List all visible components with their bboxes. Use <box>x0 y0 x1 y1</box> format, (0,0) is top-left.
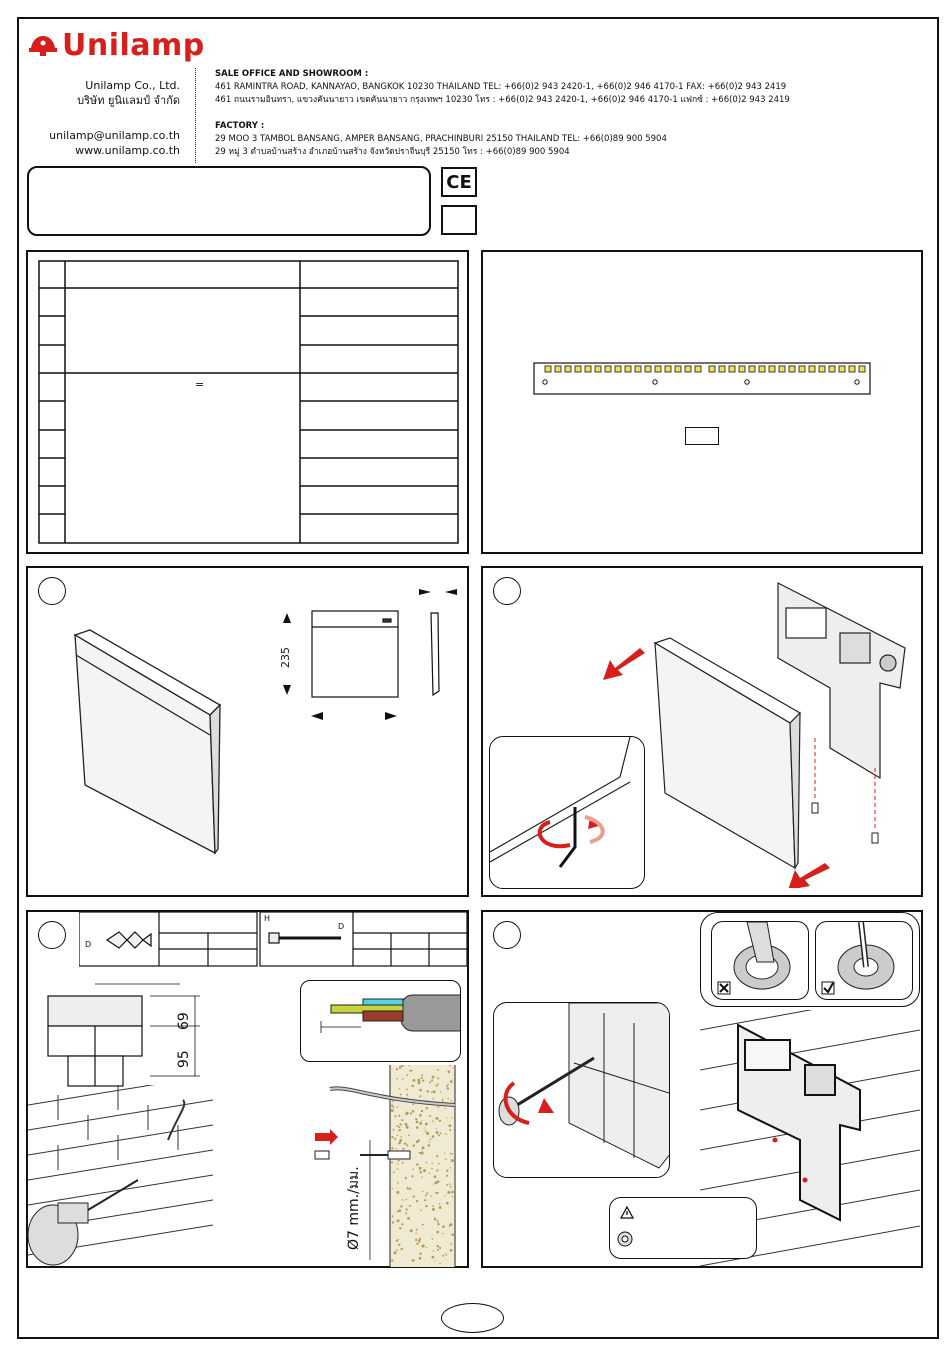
led-chip <box>664 365 672 373</box>
installed-bracket-illustration <box>700 1010 920 1266</box>
led-chip <box>584 365 592 373</box>
company-name-th: บริษัท ยูนิแลมป์ จำกัด <box>77 94 180 107</box>
led-chip <box>768 365 776 373</box>
led-chip <box>694 365 702 373</box>
led-chip <box>818 365 826 373</box>
led-chip <box>674 365 682 373</box>
screw-detail <box>493 1002 670 1178</box>
led-chip <box>594 365 602 373</box>
screw-d-label: D <box>338 922 345 931</box>
led-strip <box>533 362 871 395</box>
company-name-en: Unilamp Co., Ltd. <box>85 79 180 92</box>
step-circle <box>38 577 66 605</box>
product-name-box <box>27 166 431 236</box>
led-chip <box>544 365 552 373</box>
factory-heading: FACTORY : <box>215 121 265 131</box>
step-circle <box>493 577 521 605</box>
step-circle <box>493 921 521 949</box>
sale-office-line-th: 461 ถนนรามอินทรา, แขวงคันนายาว เขตคันนาย… <box>215 95 790 105</box>
dim-69: 69 <box>176 1012 192 1030</box>
led-label-box <box>685 427 719 445</box>
led-chip <box>654 365 662 373</box>
product-3d-view <box>73 629 222 855</box>
brand-name: Unilamp <box>62 28 205 63</box>
led-chip <box>624 365 632 373</box>
company-block: Unilamp Co., Ltd. บริษัท ยูนิแลมป์ จำกัด <box>77 78 180 108</box>
led-chip <box>634 365 642 373</box>
spec-table <box>38 260 459 544</box>
installation-panel <box>481 910 923 1268</box>
warning-icon <box>620 1206 634 1219</box>
brand-logo: Unilamp <box>28 28 205 63</box>
factory-line-th: 29 หมู่ 3 ตำบลบ้านสร้าง อำเภอบ้านสร้าง จ… <box>215 147 570 157</box>
drill-size: Ø7 mm./มม. <box>346 1166 362 1250</box>
led-chip <box>838 365 846 373</box>
led-chip <box>738 365 746 373</box>
dimension-panel <box>26 566 469 897</box>
led-chip <box>788 365 796 373</box>
sale-office-block: SALE OFFICE AND SHOWROOM : 461 RAMINTRA … <box>215 68 790 107</box>
website: www.unilamp.co.th <box>75 144 180 157</box>
led-chip <box>758 365 766 373</box>
factory-block: FACTORY : 29 MOO 3 TAMBOL BANSANG, AMPER… <box>215 120 667 159</box>
led-chip <box>644 365 652 373</box>
product-orthographic-views <box>283 610 440 720</box>
led-chip <box>748 365 756 373</box>
height-dimension: 235 <box>279 647 292 668</box>
spec-panel <box>26 250 469 554</box>
hex-key-detail <box>489 736 645 889</box>
depth-arrows <box>419 589 457 595</box>
certification-box <box>441 205 477 235</box>
led-chip <box>728 365 736 373</box>
page-frame <box>17 17 939 1339</box>
led-chip <box>828 365 836 373</box>
right-gland <box>815 921 913 1000</box>
contact-block: unilamp@unilamp.co.th www.unilamp.co.th <box>49 128 180 158</box>
mounting-panel <box>26 910 469 1268</box>
gland-detail <box>700 912 920 1007</box>
led-chip <box>798 365 806 373</box>
warning-note <box>609 1197 757 1259</box>
led-chip <box>564 365 572 373</box>
cable-strip-detail <box>300 980 461 1062</box>
led-chip <box>778 365 786 373</box>
spec-equals: = <box>195 378 205 391</box>
led-chip <box>808 365 816 373</box>
led-chip <box>554 365 562 373</box>
gland-icon <box>617 1231 633 1247</box>
factory-line-en: 29 MOO 3 TAMBOL BANSANG, AMPER BANSANG, … <box>215 134 667 144</box>
header-divider <box>195 68 196 163</box>
page-number-oval <box>441 1303 504 1333</box>
disassembly-illustration <box>603 582 906 888</box>
bracket-template <box>47 983 200 1087</box>
fixing-parts-tables <box>79 912 467 967</box>
led-chip <box>708 365 716 373</box>
ce-mark: CE <box>441 167 477 197</box>
sale-office-line-en: 461 RAMINTRA ROAD, KANNAYAO, BANGKOK 102… <box>215 82 787 92</box>
led-chip <box>614 365 622 373</box>
plug-d-label: D <box>85 940 92 949</box>
led-chip <box>848 365 856 373</box>
wrong-gland <box>711 921 809 1000</box>
led-chip <box>684 365 692 373</box>
led-chip <box>858 365 866 373</box>
wall-drilling-illustration <box>28 1085 213 1266</box>
disassembly-panel <box>481 566 923 897</box>
lamp-logo-icon <box>29 35 57 56</box>
dim-95: 95 <box>176 1050 192 1068</box>
email: unilamp@unilamp.co.th <box>49 129 180 142</box>
led-chip <box>574 365 582 373</box>
step-circle <box>38 921 66 949</box>
led-chip <box>604 365 612 373</box>
led-panel <box>481 250 923 554</box>
led-chip <box>718 365 726 373</box>
wall-section-illustration <box>314 1065 456 1267</box>
screw-h-label: H <box>264 914 271 923</box>
sale-office-heading: SALE OFFICE AND SHOWROOM : <box>215 69 369 79</box>
